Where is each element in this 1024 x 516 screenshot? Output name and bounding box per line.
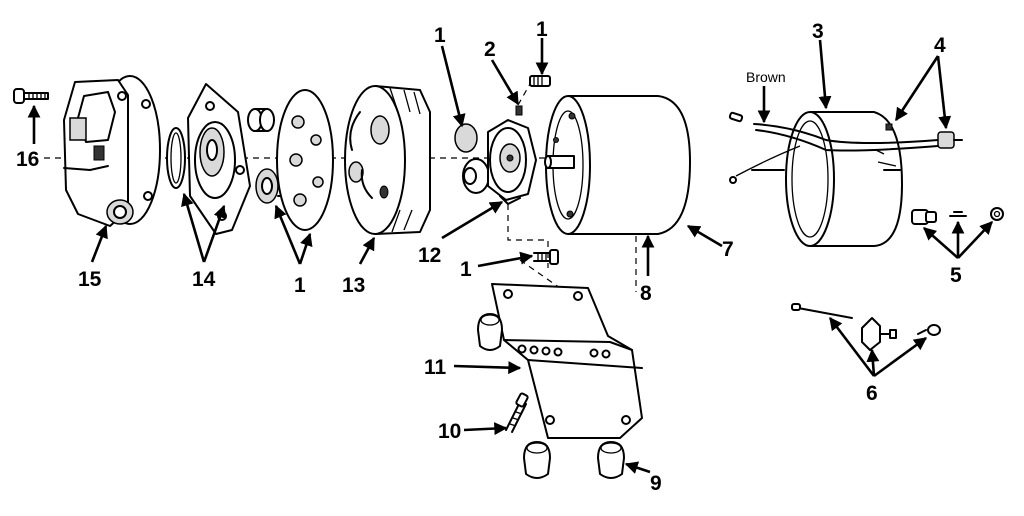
callout-1-screw-lower: 1	[460, 258, 472, 281]
callout-1-cam: 1	[294, 274, 306, 297]
part-15-end-housing	[63, 75, 161, 227]
callout-4: 4	[934, 34, 946, 57]
callout-6: 6	[866, 382, 878, 405]
part-8-motor-body	[544, 95, 691, 235]
callout-11: 11	[424, 356, 447, 379]
part-9-grommet	[597, 441, 625, 479]
part-1-screw-top	[517, 75, 551, 106]
leader-lines	[27, 38, 993, 474]
bushing	[247, 108, 275, 132]
callout-15: 15	[78, 268, 102, 291]
part-16-screw	[13, 88, 49, 104]
callout-3: 3	[812, 20, 824, 43]
callout-1-screw-top: 1	[536, 18, 548, 41]
grommet	[523, 441, 551, 479]
part-10-bolt	[505, 392, 529, 433]
part-3-band-cover	[785, 111, 903, 247]
part-2-nut	[515, 105, 523, 116]
grommet	[477, 313, 503, 351]
wiring-harness	[728, 111, 963, 184]
part-12-end-bell	[454, 119, 537, 205]
attach-line-a	[507, 204, 549, 268]
part-11-mounting-bracket	[491, 283, 643, 439]
part-1-cam-ring	[255, 89, 334, 231]
part-13-cover	[344, 85, 431, 235]
callout-12: 12	[418, 244, 441, 267]
callout-13: 13	[342, 274, 365, 297]
part-5-brush-hardware	[911, 207, 1004, 225]
callout-10: 10	[438, 420, 461, 443]
callout-1-bushing: 1	[434, 24, 446, 47]
callout-7: 7	[722, 238, 734, 261]
callout-9: 9	[650, 472, 662, 495]
callout-16: 16	[16, 148, 39, 171]
part-1-screw-lower	[533, 249, 559, 265]
callout-2: 2	[484, 38, 496, 61]
callout-14: 14	[192, 268, 216, 291]
part-14-seal-and-plate	[166, 83, 251, 235]
wire-color-label: Brown	[746, 69, 786, 85]
part-6-brush-hardware	[791, 303, 941, 351]
callout-5: 5	[950, 264, 962, 287]
callout-8: 8	[640, 282, 652, 305]
attach-line-c	[519, 259, 561, 289]
